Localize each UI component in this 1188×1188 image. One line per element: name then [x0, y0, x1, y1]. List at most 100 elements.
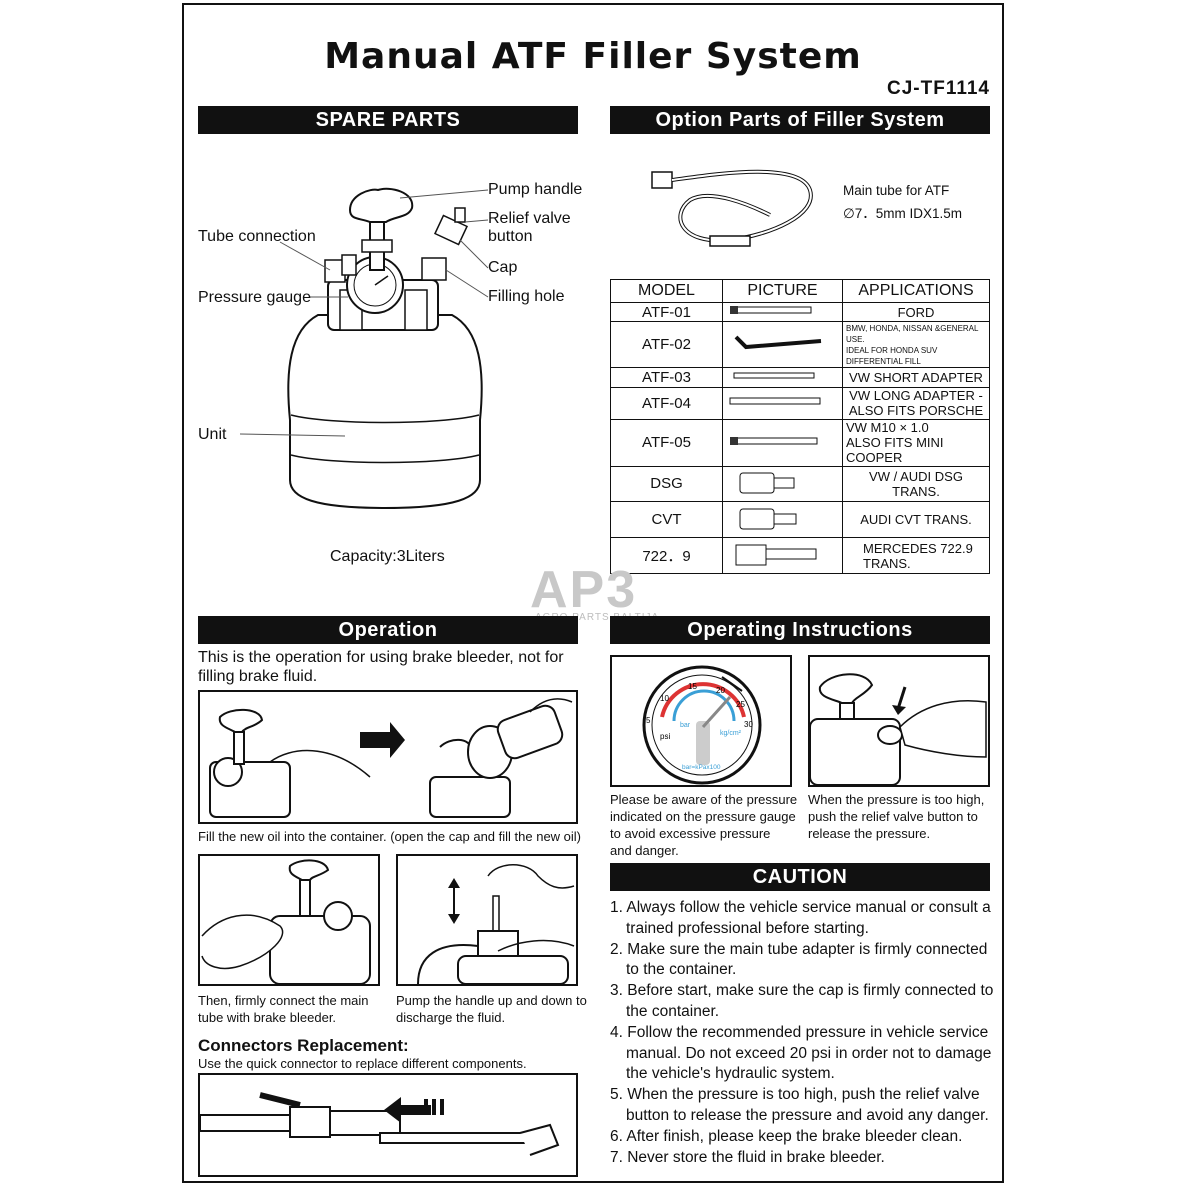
caution-item: 5. When the pressure is too high, push t… [610, 1086, 989, 1124]
caution-item: 1. Always follow the vehicle service man… [610, 899, 991, 937]
step2-illustration [198, 854, 380, 986]
model-cell: CVT [610, 501, 723, 539]
caution-item: 7. Never store the fluid in brake bleede… [610, 1148, 885, 1166]
gauge-note-1: Please be aware of the pressure [610, 792, 798, 807]
model-code: CJ-TF1114 [887, 78, 990, 99]
model-cell: ATF-01 [610, 301, 723, 323]
operation-intro-2: filling brake fluid. [198, 668, 318, 685]
step1-illustration [198, 690, 578, 824]
step3-illustration [396, 854, 578, 986]
label-pump-handle: Pump handle [488, 181, 583, 198]
relief-valve-illustration [808, 655, 990, 787]
model-cell: ATF-04 [610, 386, 723, 420]
model-cell: ATF-03 [610, 367, 723, 388]
gauge-tick: 30 [744, 720, 753, 729]
table-header-row: MODEL PICTURE APPLICATIONS [610, 279, 990, 303]
gauge-kg: kg/cm² [720, 730, 742, 737]
step2-caption-1: Then, firmly connect the main [198, 993, 369, 1008]
operation-intro-1: This is the operation for using brake bl… [198, 649, 564, 666]
caution-item: 4. Follow the recommended pressure in ve… [610, 1023, 992, 1083]
label-tube-connection: Tube connection [198, 228, 316, 245]
filler-unit-illustration [239, 187, 489, 510]
adapter-picture [722, 418, 843, 467]
label-cap: Cap [488, 259, 518, 276]
relief-note-2: push the relief valve button to [808, 809, 978, 824]
model-cell: 722．9 [610, 537, 723, 574]
step2-caption-2: tube with brake bleeder. [198, 1010, 337, 1025]
gauge-bar: bar [680, 722, 691, 729]
step3-caption-2: discharge the fluid. [396, 1010, 506, 1025]
adapter-picture [722, 501, 843, 539]
main-tube-size: ∅7．5mm IDX1.5m [843, 206, 963, 221]
main-tube-desc: Main tube for ATF [843, 183, 950, 198]
page-frame [182, 3, 1004, 1183]
gauge-tick: 5 [646, 716, 651, 725]
option-parts-heading: Option Parts of Filler System [610, 106, 990, 134]
adapter-picture [722, 465, 843, 503]
step1-caption: Fill the new oil into the container. (op… [198, 829, 582, 844]
caution-list: 1. Always follow the vehicle service man… [610, 898, 995, 1168]
caution-heading: CAUTION [610, 863, 990, 891]
connectors-heading: Connectors Replacement: [198, 1036, 409, 1055]
table-row: ATF-04 VW LONG ADAPTER -ALSO FITS PORSCH… [610, 386, 990, 420]
connectors-illustration [198, 1073, 578, 1177]
col-picture: PICTURE [722, 279, 843, 303]
caution-item: 2. Make sure the main tube adapter is fi… [610, 940, 988, 979]
adapter-picture [722, 537, 843, 574]
col-applications: APPLICATIONS [842, 279, 990, 303]
caution-item: 6. After finish, please keep the brake b… [610, 1127, 963, 1145]
adapter-picture [722, 301, 843, 323]
label-relief-valve: Relief valve [488, 210, 571, 227]
gauge-note-3: to avoid excessive pressure [610, 826, 771, 841]
model-cell: DSG [610, 465, 723, 503]
table-row: DSG VW / AUDI DSG TRANS. [610, 465, 990, 503]
parts-table: MODEL PICTURE APPLICATIONS ATF-01 FORD A… [610, 279, 990, 574]
label-relief-valve-2: button [488, 228, 533, 245]
operation-heading: Operation [198, 616, 578, 644]
operating-instructions-heading: Operating Instructions [610, 616, 990, 644]
gauge-note-2: indicated on the pressure gauge [610, 809, 796, 824]
gauge-tick: 25 [736, 700, 745, 709]
relief-note-1: When the pressure is too high, [808, 792, 985, 807]
label-unit: Unit [198, 426, 227, 443]
table-row: ATF-02 BMW, HONDA, NISSAN &GENERAL USE.I… [610, 321, 990, 369]
main-tube-illustration [651, 169, 813, 247]
relief-note-3: release the pressure. [808, 826, 931, 841]
adapter-picture [722, 367, 843, 388]
spare-parts-heading: SPARE PARTS [198, 106, 578, 134]
gauge-tick: 10 [660, 694, 669, 703]
watermark-subtitle: AGRO PARTS BALTIJA [535, 612, 660, 623]
table-row: CVT AUDI CVT TRANS. [610, 501, 990, 539]
gauge-kpa: bar=kPax100 [682, 764, 721, 771]
capacity-text: Capacity:3Liters [330, 548, 445, 565]
model-cell: ATF-02 [610, 321, 723, 369]
application-cell: BMW, HONDA, NISSAN &GENERAL USE.IDEAL FO… [842, 321, 990, 369]
gauge-tick: 20 [716, 686, 725, 695]
step3-caption-1: Pump the handle up and down to [396, 993, 587, 1008]
page-title: Manual ATF Filler System [324, 36, 862, 77]
model-cell: ATF-05 [610, 418, 723, 467]
label-filling-hole: Filling hole [488, 288, 565, 305]
gauge-psi: psi [660, 732, 670, 741]
caution-item: 3. Before start, make sure the cap is fi… [610, 982, 994, 1020]
table-row: ATF-01 FORD [610, 301, 990, 323]
col-model: MODEL [610, 279, 723, 303]
gauge-tick: 15 [688, 682, 697, 691]
application-cell: VW / AUDI DSG TRANS. [842, 465, 990, 503]
gauge-note-4: and danger. [610, 843, 679, 858]
table-row: ATF-03 VW SHORT ADAPTER [610, 367, 990, 388]
adapter-picture [722, 321, 843, 369]
gauge-illustration: 5 10 15 20 25 30 psi bar kg/cm² bar=kPax… [610, 655, 792, 787]
label-pressure-gauge: Pressure gauge [198, 289, 311, 306]
watermark-logo: AP3 [530, 561, 638, 619]
application-cell: VW LONG ADAPTER -ALSO FITS PORSCHE [842, 386, 990, 420]
application-cell: VW SHORT ADAPTER [842, 367, 990, 388]
connectors-text: Use the quick connector to replace diffe… [198, 1056, 527, 1071]
application-cell: AUDI CVT TRANS. [842, 501, 990, 539]
application-cell: FORD [842, 301, 990, 323]
adapter-picture [722, 386, 843, 420]
